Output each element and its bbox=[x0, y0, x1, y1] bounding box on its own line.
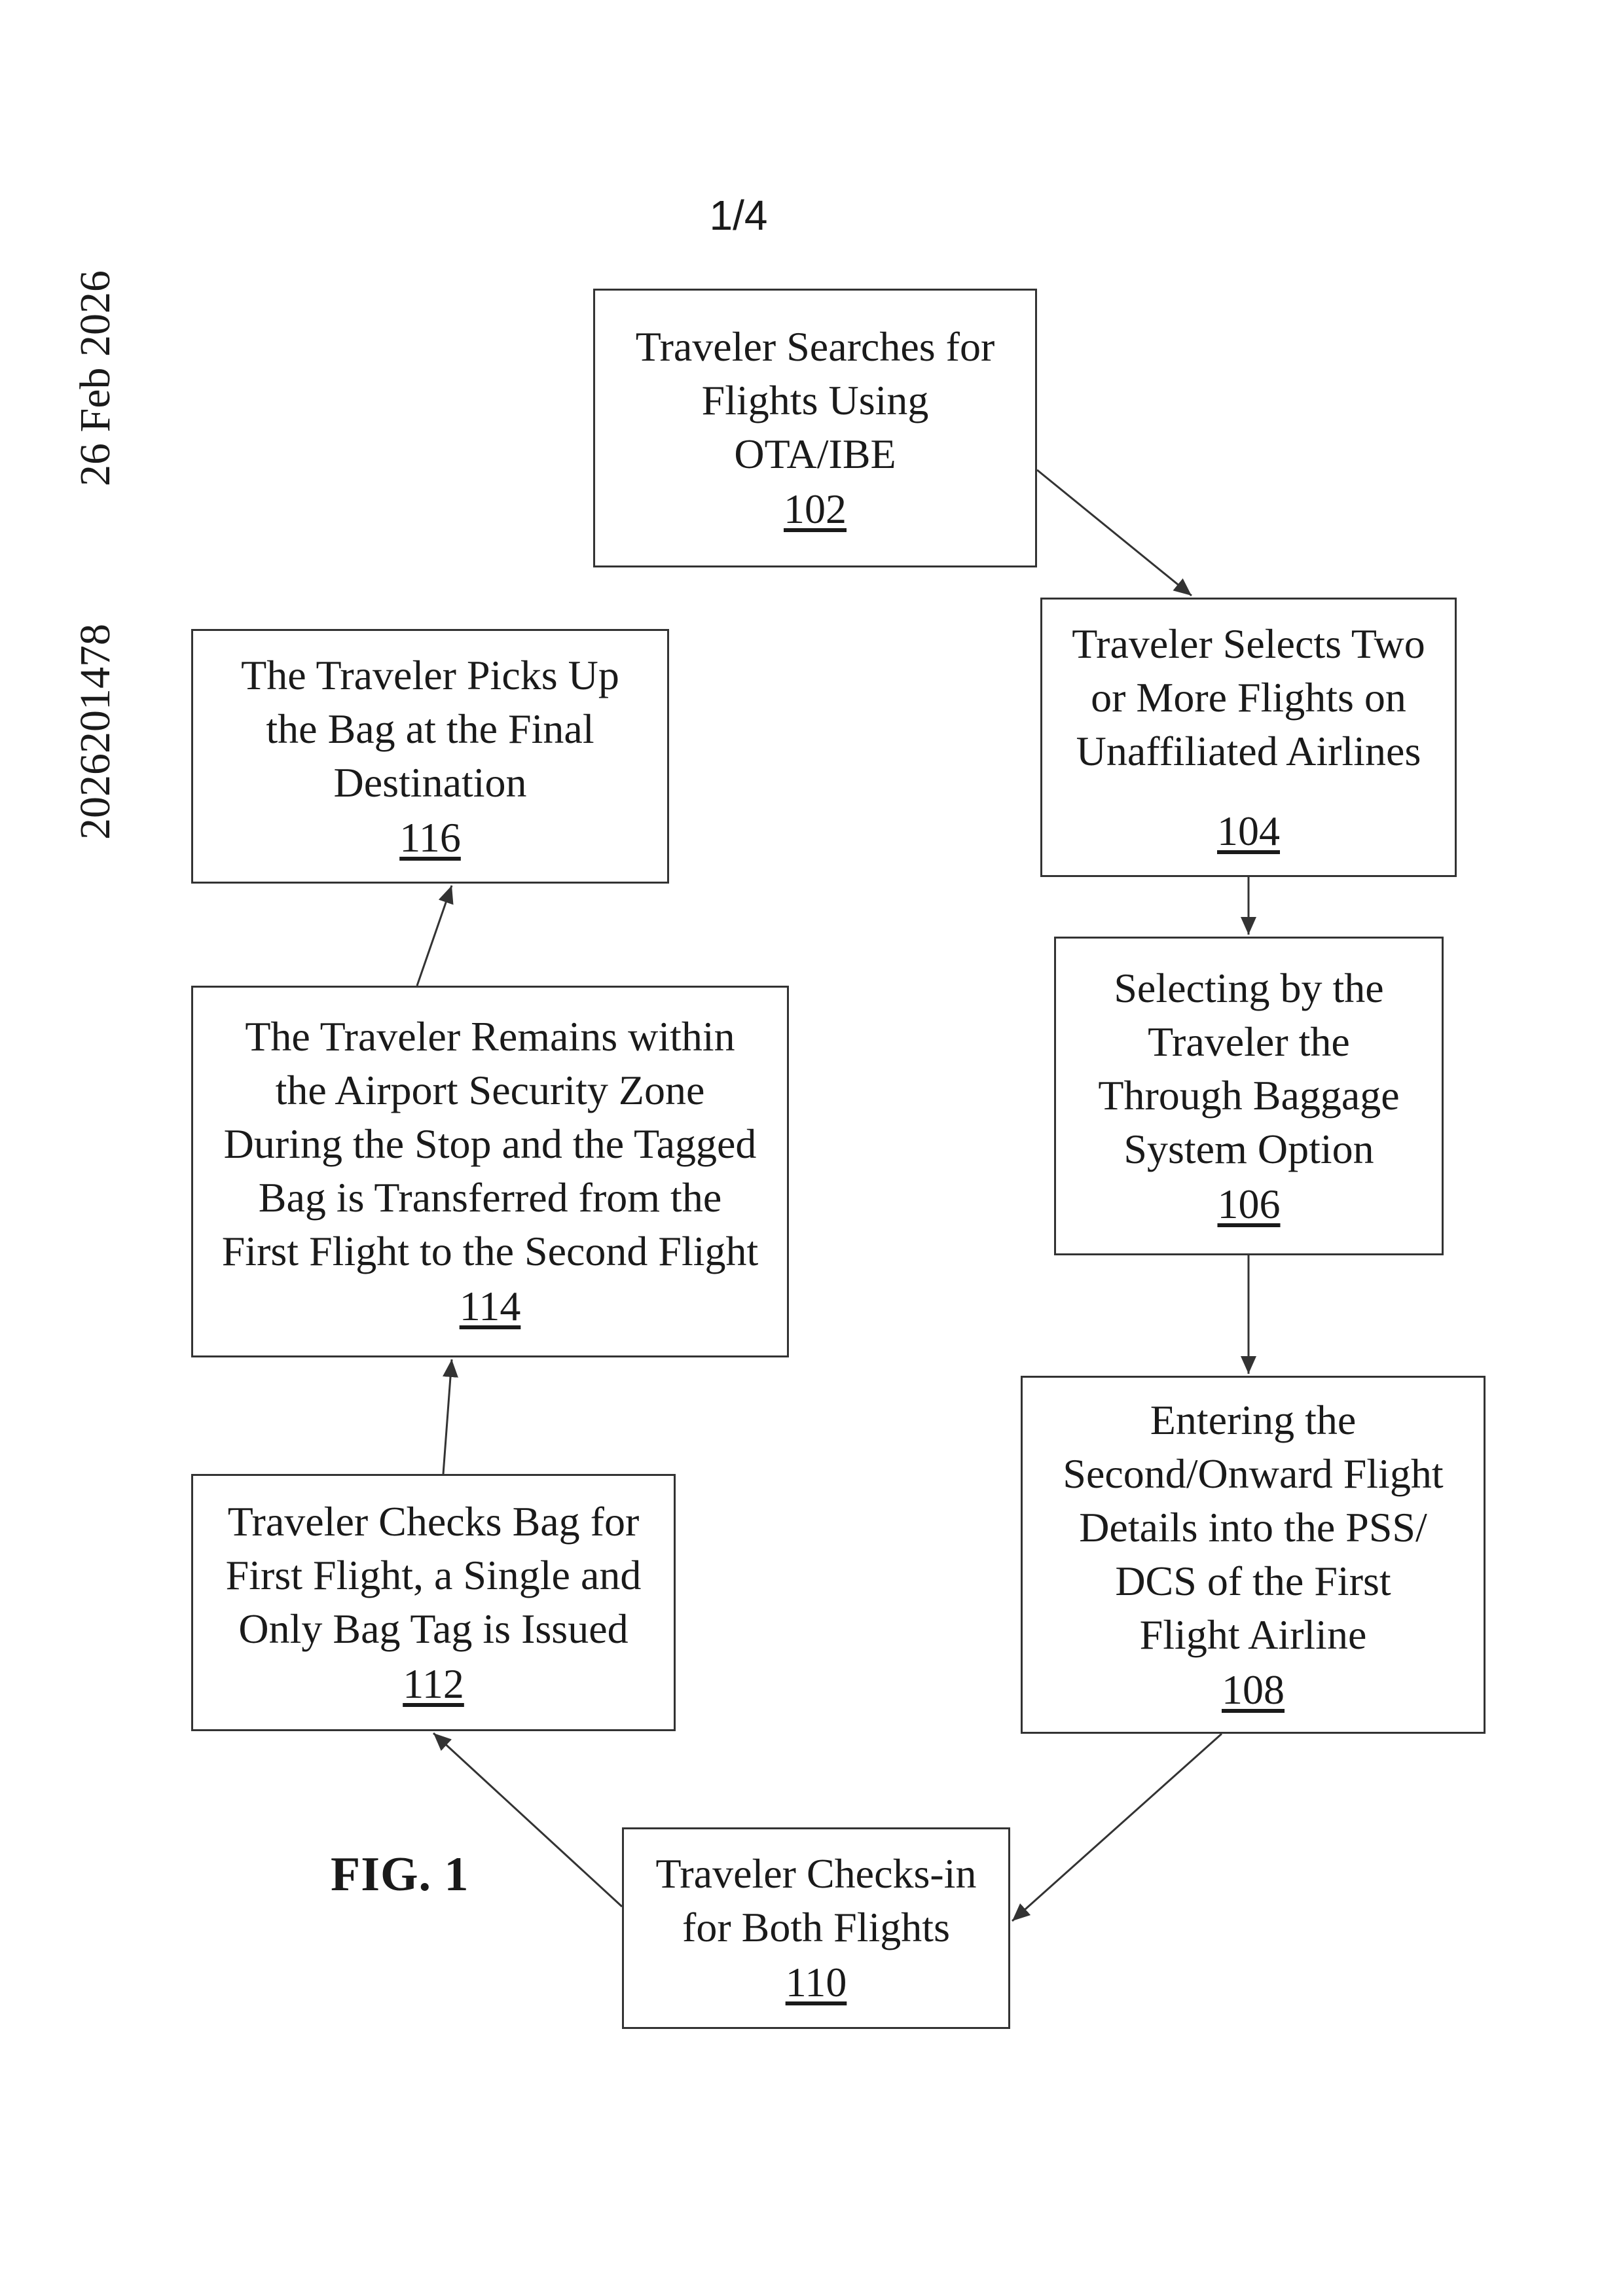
reference-numeral: 112 bbox=[403, 1657, 464, 1711]
box-line: Traveler the bbox=[1148, 1015, 1350, 1069]
box-line: Entering the bbox=[1150, 1393, 1357, 1447]
box-line: the Airport Security Zone bbox=[276, 1064, 705, 1117]
step-box-112: Traveler Checks Bag for First Flight, a … bbox=[191, 1474, 676, 1731]
box-line: Details into the PSS/ bbox=[1079, 1501, 1427, 1554]
box-line: DCS of the First bbox=[1115, 1554, 1391, 1608]
box-line: OTA/IBE bbox=[734, 427, 896, 481]
box-line: Traveler Checks Bag for bbox=[228, 1495, 640, 1549]
reference-numeral: 114 bbox=[460, 1280, 521, 1333]
box-line: Only Bag Tag is Issued bbox=[238, 1602, 628, 1656]
box-line: Bag is Transferred from the bbox=[259, 1171, 721, 1225]
step-box-114: The Traveler Remains within the Airport … bbox=[191, 986, 789, 1357]
box-line: Selecting by the bbox=[1114, 961, 1383, 1015]
box-line: The Traveler Remains within bbox=[245, 1010, 735, 1064]
box-line: During the Stop and the Tagged bbox=[224, 1117, 757, 1171]
reference-numeral: 108 bbox=[1222, 1663, 1285, 1717]
arrow-112-to-114 bbox=[443, 1359, 452, 1474]
box-line: Destination bbox=[333, 756, 526, 810]
step-box-104: Traveler Selects Two or More Flights on … bbox=[1040, 598, 1457, 877]
box-line: Traveler Checks-in bbox=[656, 1847, 977, 1901]
reference-numeral: 104 bbox=[1217, 804, 1280, 858]
box-line: Second/Onward Flight bbox=[1063, 1447, 1443, 1501]
box-line: the Bag at the Final bbox=[266, 702, 594, 756]
step-box-108: Entering the Second/Onward Flight Detail… bbox=[1021, 1376, 1486, 1734]
box-line: Traveler Selects Two bbox=[1072, 617, 1425, 671]
box-line: for Both Flights bbox=[682, 1901, 950, 1954]
box-line: Flight Airline bbox=[1140, 1608, 1367, 1662]
reference-numeral: 110 bbox=[786, 1956, 847, 2009]
reference-numeral: 116 bbox=[399, 811, 461, 865]
box-line: or More Flights on bbox=[1091, 671, 1406, 725]
box-line: Unaffiliated Airlines bbox=[1076, 725, 1421, 778]
step-box-102: Traveler Searches for Flights Using OTA/… bbox=[593, 289, 1037, 567]
step-box-106: Selecting by the Traveler the Through Ba… bbox=[1054, 937, 1444, 1255]
box-line: System Option bbox=[1123, 1122, 1374, 1176]
box-line: Traveler Searches for bbox=[636, 320, 995, 374]
box-line: Through Baggage bbox=[1098, 1069, 1399, 1122]
reference-numeral: 106 bbox=[1218, 1177, 1281, 1231]
figure-label: FIG. 1 bbox=[331, 1847, 469, 1903]
arrow-102-to-104 bbox=[1037, 470, 1192, 596]
box-line: Flights Using bbox=[702, 374, 929, 427]
box-line: The Traveler Picks Up bbox=[241, 649, 619, 702]
arrow-108-to-110 bbox=[1012, 1734, 1222, 1921]
arrow-114-to-116 bbox=[417, 886, 452, 986]
box-line: First Flight, a Single and bbox=[226, 1549, 642, 1602]
box-line: First Flight to the Second Flight bbox=[222, 1225, 759, 1278]
step-box-116: The Traveler Picks Up the Bag at the Fin… bbox=[191, 629, 669, 884]
step-box-110: Traveler Checks-in for Both Flights 110 bbox=[622, 1827, 1010, 2029]
reference-numeral: 102 bbox=[784, 482, 847, 536]
